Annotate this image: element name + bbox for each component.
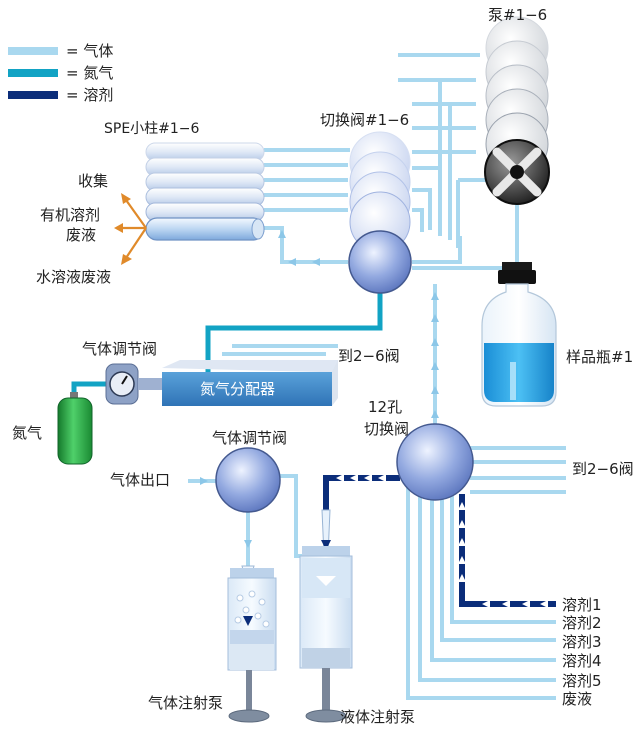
organic-waste-label-line1: 有机溶剂 [40,206,101,224]
twelve-port-valve-icon [396,423,474,501]
gas-syringe-pump-label: 气体注射泵 [148,694,224,712]
nitrogen-distributor-label: 氮气分配器 [200,380,276,398]
liquid-syringe-pump-label: 液体注射泵 [340,708,416,726]
solvent-flow-arrows [336,474,548,608]
solvent-1-label: 溶剂1 [562,596,602,614]
gas-regulator-top [105,363,172,405]
spe-column-label: SPE小柱#1−6 [104,121,200,137]
gas-regulator-bottom [215,447,281,513]
aqueous-waste-label: 水溶液废液 [36,268,112,286]
solvent-2-label: 溶剂2 [562,614,602,632]
legend-nitrogen-label: = 氮气 [66,64,114,82]
legend [8,47,58,99]
legend-gas-swatch [8,47,58,55]
legend-solvent-label: = 溶剂 [66,86,114,104]
sample-bottle [481,262,557,407]
twelve-port-valve-label-line2: 切换阀 [364,420,410,438]
switch-valve-stack [348,131,412,294]
gas-regulator-bottom-label: 气体调节阀 [212,429,288,447]
legend-gas-label: = 气体 [66,42,114,60]
legend-nitrogen-swatch [8,69,58,77]
twelve-port-valve [396,423,474,501]
switch-valve-label: 切换阀#1−6 [320,111,410,129]
solvent-3-label: 溶剂3 [562,633,602,651]
waste-label: 废液 [562,690,593,708]
legend-solvent-swatch [8,91,58,99]
collect-label: 收集 [78,172,109,190]
pump-stack [484,16,550,205]
solvent-5-label: 溶剂5 [562,672,602,690]
to-valves-right-label: 到2−6阀 [572,460,634,478]
gas-syringe-pump [227,565,277,723]
spe-column-stack [145,142,265,241]
pump-label: 泵#1−6 [488,6,548,24]
nitrogen-label: 氮气 [12,424,43,442]
nitrogen-tank [57,392,93,465]
gas-regulator-top-label: 气体调节阀 [82,340,158,358]
gas-regulator-valve-icon [215,447,281,513]
organic-waste-label-line2: 废液 [66,226,97,244]
gas-flow-arrows [200,230,439,548]
to-valves-top-label: 到2−6阀 [338,347,400,365]
twelve-port-valve-label-line1: 12孔 [368,398,403,416]
solvent-4-label: 溶剂4 [562,652,602,670]
nitrogen-tank-icon [57,397,93,465]
gas-outlet-label: 气体出口 [110,471,171,489]
nitrogen-distributor [162,360,338,406]
waste-arrows [114,193,147,265]
sample-bottle-label: 样品瓶#1 [566,348,634,366]
liquid-syringe-pump [299,509,353,723]
switch-valve-icon [348,230,412,294]
spe-column-icon [145,217,265,241]
